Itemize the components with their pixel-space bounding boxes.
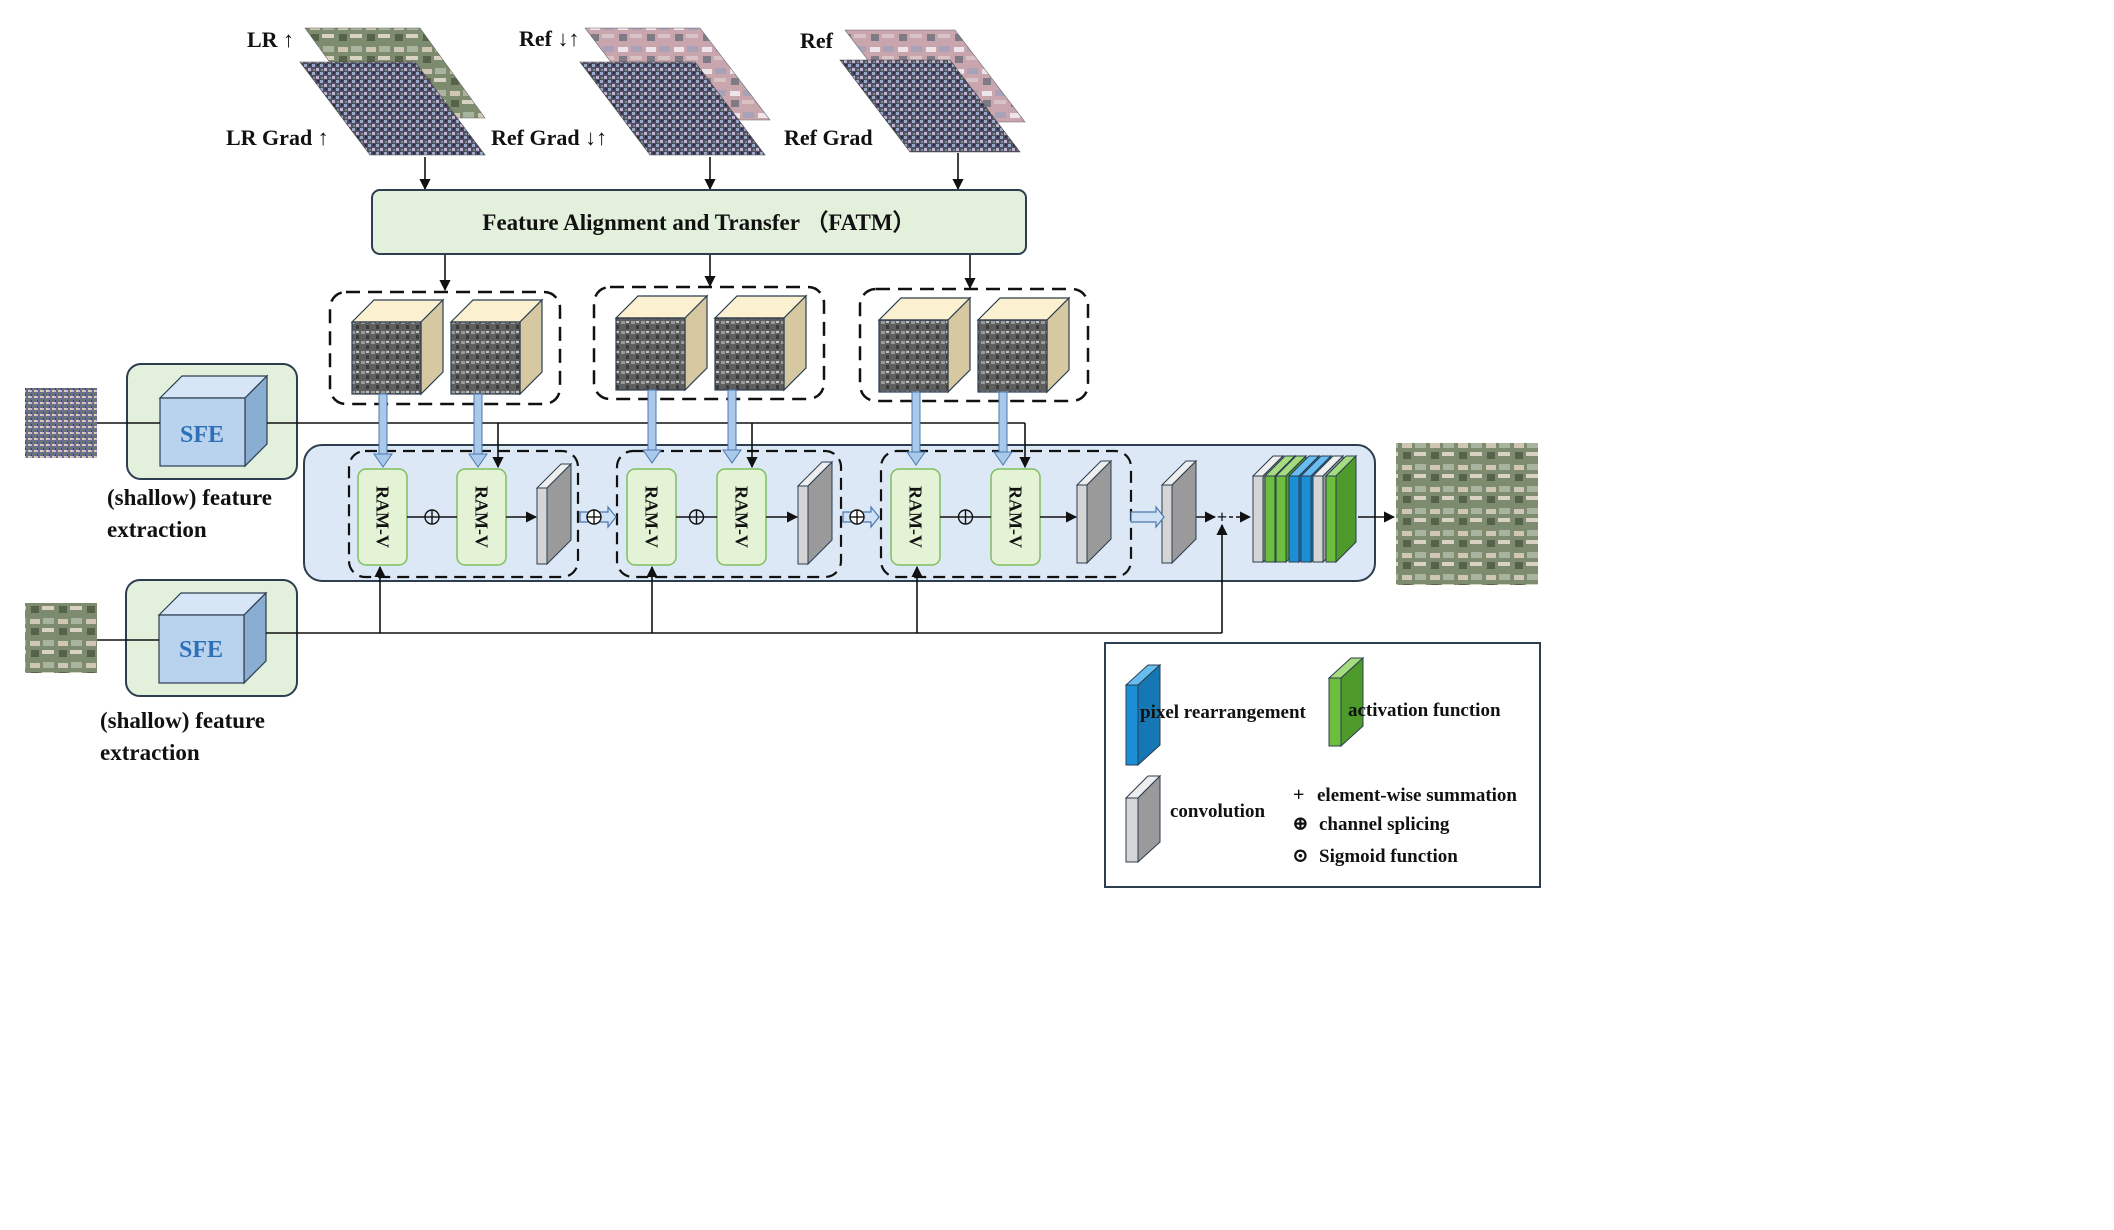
conv-layer: [535, 462, 573, 566]
feature-cubes: [350, 294, 1071, 396]
ref-grad-image: [839, 59, 1021, 153]
sfe-label-bottom: SFE: [179, 637, 223, 663]
noisy-grad-input-image: [25, 388, 97, 458]
feature-injection-arrow: [373, 393, 393, 468]
feature-injection-arrow: [468, 393, 488, 468]
feature-group-1: [328, 290, 562, 406]
feature-injection-arrow: [642, 389, 662, 464]
lr-feature-line: [266, 523, 1228, 634]
feature-cube: [877, 296, 972, 394]
ram-v-module: RAM-V: [990, 468, 1041, 566]
feature-injection-arrow: [993, 391, 1013, 466]
ram-v-module: RAM-V: [716, 468, 767, 566]
legend-box: [1104, 642, 1541, 888]
legend-odot-symbol: ⊙: [1292, 845, 1309, 867]
legend-convolution-label: convolution: [1170, 801, 1265, 822]
ram-v-module: RAM-V: [890, 468, 941, 566]
block-transition-arrow: [1130, 505, 1165, 529]
feature-injection-arrow: [722, 389, 742, 464]
ref-grad-downup-image: [579, 61, 766, 156]
sfe-cube-bottom: [157, 591, 268, 685]
grad-feature-line: [267, 422, 1031, 469]
ram-v-label: RAM-V: [906, 486, 926, 548]
sfe-caption-top-line1: (shallow) feature: [107, 485, 272, 510]
ref-stack: [839, 29, 1026, 153]
sfe-label-top: SFE: [180, 422, 224, 448]
legend-summation-label: element-wise summation: [1317, 785, 1517, 806]
fatm-box: [371, 189, 1027, 255]
lr-input-stack: [299, 27, 486, 156]
ref-label: Ref: [800, 28, 834, 53]
legend-pixel-rearrangement-swatch: [1124, 663, 1162, 767]
lr-input-image: [25, 603, 97, 673]
oplus-symbol: [849, 509, 865, 525]
ram-v-module: RAM-V: [626, 468, 677, 566]
legend-oplus-symbol: ⊕: [1292, 813, 1309, 835]
legend-channel-splicing-label: channel splicing: [1319, 814, 1450, 835]
feature-injection-arrow: [906, 391, 926, 466]
conv-layer: [796, 460, 834, 566]
sr-output-image: [1396, 443, 1538, 585]
lr-grad-up-image: [299, 61, 486, 156]
oplus-symbol: [424, 509, 440, 525]
ref-downup-label: Ref ↓↑: [519, 26, 579, 51]
feature-cube: [614, 294, 709, 392]
conv-layer: [1160, 459, 1198, 565]
feature-cube: [449, 298, 544, 396]
legend-convolution-swatch: [1124, 774, 1162, 864]
oplus-symbol: [688, 509, 705, 525]
ref-grad-downup-label: Ref Grad ↓↑: [491, 125, 607, 150]
ram-modules: RAM-V RAM-V RAM-V RAM-V RAM-V RAM-V: [357, 468, 1041, 566]
legend-pixel-rearrangement-label: pixel rearrangement: [1140, 702, 1307, 723]
ram-v-label: RAM-V: [732, 486, 752, 548]
summation-symbol: +: [1217, 507, 1227, 527]
sfe-cube-top: [158, 374, 269, 468]
activation-layer: [1324, 454, 1358, 564]
ram-v-module: RAM-V: [357, 468, 408, 566]
ram-v-label: RAM-V: [642, 486, 662, 548]
oplus-symbol: [957, 509, 974, 525]
conv-layer: [1075, 459, 1113, 565]
sfe-caption-top-line2: extraction: [107, 517, 207, 542]
fatm-label: Feature Alignment and Transfer （FATM）: [482, 209, 915, 235]
feature-group-2: [592, 285, 826, 401]
ram-v-label: RAM-V: [472, 486, 492, 548]
legend-sigmoid-label: Sigmoid function: [1319, 846, 1458, 867]
architecture-diagram: LR ↑ LR Grad ↑ Ref ↓↑ Ref Grad ↓↑ Ref Re…: [25, 26, 1541, 888]
lr-up-label: LR ↑: [247, 27, 294, 52]
ram-v-module: RAM-V: [456, 468, 507, 566]
feature-cube: [976, 296, 1071, 394]
oplus-symbol: [586, 509, 602, 525]
sfe-caption-bottom-line1: (shallow) feature: [100, 708, 265, 733]
feature-cube: [350, 298, 445, 396]
legend-plus-symbol: +: [1293, 784, 1304, 806]
sfe-caption-bottom-line2: extraction: [100, 740, 200, 765]
legend-activation-label: activation function: [1348, 700, 1501, 721]
ram-block-1: [347, 449, 580, 579]
feature-cube: [713, 294, 808, 392]
legend-activation-swatch: [1327, 656, 1365, 748]
ref-downup-stack: [579, 27, 771, 156]
ram-v-label: RAM-V: [1006, 486, 1026, 548]
ref-grad-label: Ref Grad: [784, 125, 873, 150]
ram-v-label: RAM-V: [373, 486, 393, 548]
pipeline-elements: +: [373, 389, 1396, 566]
feature-group-3: [858, 287, 1090, 403]
lr-grad-up-label: LR Grad ↑: [226, 125, 329, 150]
